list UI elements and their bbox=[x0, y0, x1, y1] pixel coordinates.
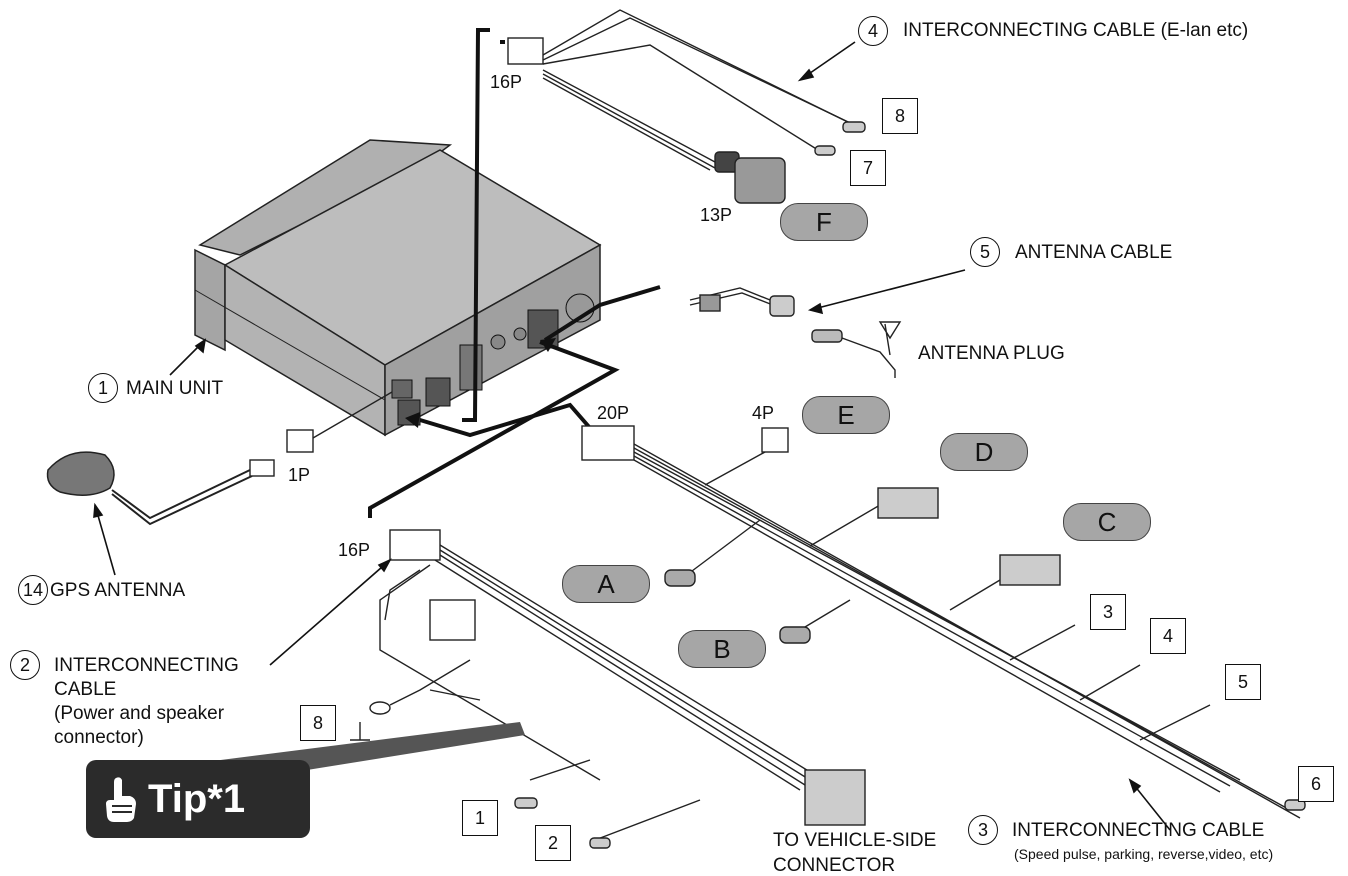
vehicle-connector-label-line1: TO VEHICLE-SIDE bbox=[773, 830, 937, 851]
interconnecting-cable-4-label-text: INTERCONNECTING CABLE bbox=[903, 20, 1156, 41]
pin-label-13p: 13P bbox=[700, 205, 733, 225]
interconnecting-cable-2-label-line1: INTERCONNECTING bbox=[54, 655, 239, 676]
tag-d: D bbox=[940, 433, 1028, 471]
wire-box-3: 3 bbox=[1090, 594, 1126, 630]
leader-arrows bbox=[93, 41, 1171, 831]
callout-number-14: 14 bbox=[18, 575, 48, 605]
interconnecting-cable-4-sublabel: (E-lan etc) bbox=[1160, 20, 1249, 41]
pin-label-16p-bottom: 16P bbox=[338, 540, 371, 560]
pointing-hand-icon bbox=[106, 777, 136, 822]
pin-label-20p: 20P bbox=[597, 403, 630, 423]
callout-number-4: 4 bbox=[858, 16, 888, 46]
interconnecting-cable-2-label-line3: (Power and speaker bbox=[54, 703, 225, 724]
tag-b: B bbox=[678, 630, 766, 668]
pin-label-16p-top: 16P bbox=[490, 72, 523, 92]
pin-label-1p: 1P bbox=[288, 465, 311, 485]
wire-box-6: 6 bbox=[1298, 766, 1334, 802]
tip-badge: Tip*1 bbox=[86, 760, 310, 838]
antenna-plug-label: ANTENNA PLUG bbox=[918, 343, 1065, 364]
interconnecting-cable-3-sublabel: (Speed pulse, parking, reverse,video, et… bbox=[1014, 846, 1274, 862]
wire-box-8-top: 8 bbox=[882, 98, 918, 134]
antenna-cable-5 bbox=[689, 287, 902, 378]
callout-number-1: 1 bbox=[88, 373, 118, 403]
interconnecting-cable-4 bbox=[507, 9, 866, 204]
vehicle-connector-label-line2: CONNECTOR bbox=[773, 855, 896, 876]
wire-box-1: 1 bbox=[462, 800, 498, 836]
interconnecting-cable-2 bbox=[350, 529, 866, 849]
tip-text: Tip*1 bbox=[148, 777, 246, 821]
wire-box-7: 7 bbox=[850, 150, 886, 186]
gps-antenna-label: GPS ANTENNA bbox=[50, 580, 186, 601]
wire-box-2: 2 bbox=[535, 825, 571, 861]
interconnecting-cable-3 bbox=[581, 425, 1306, 819]
callout-number-2: 2 bbox=[10, 650, 40, 680]
interconnecting-cable-3-label: INTERCONNECTING CABLE bbox=[1012, 820, 1265, 841]
interconnecting-cable-2-label-line4: connector) bbox=[54, 727, 144, 748]
main-unit-label: MAIN UNIT bbox=[126, 378, 224, 399]
tag-c: C bbox=[1063, 503, 1151, 541]
interconnecting-cable-4-label: INTERCONNECTING CABLE (E-lan etc) bbox=[903, 20, 1248, 41]
gps-antenna-illustration bbox=[46, 391, 393, 526]
pin-label-4p: 4P bbox=[752, 403, 775, 423]
wire-box-4: 4 bbox=[1150, 618, 1186, 654]
tag-a: A bbox=[562, 565, 650, 603]
arrowhead bbox=[540, 338, 556, 352]
main-unit-illustration bbox=[194, 139, 602, 437]
interconnecting-cable-2-label-line2: CABLE bbox=[54, 679, 117, 700]
connection-lines bbox=[368, 28, 661, 518]
callout-number-5: 5 bbox=[970, 237, 1000, 267]
callout-number-3: 3 bbox=[968, 815, 998, 845]
wire-box-5: 5 bbox=[1225, 664, 1261, 700]
arrowhead bbox=[405, 412, 420, 428]
tag-f: F bbox=[780, 203, 868, 241]
wire-box-8-bottom: 8 bbox=[300, 705, 336, 741]
antenna-cable-label: ANTENNA CABLE bbox=[1015, 242, 1173, 263]
tag-e: E bbox=[802, 396, 890, 434]
